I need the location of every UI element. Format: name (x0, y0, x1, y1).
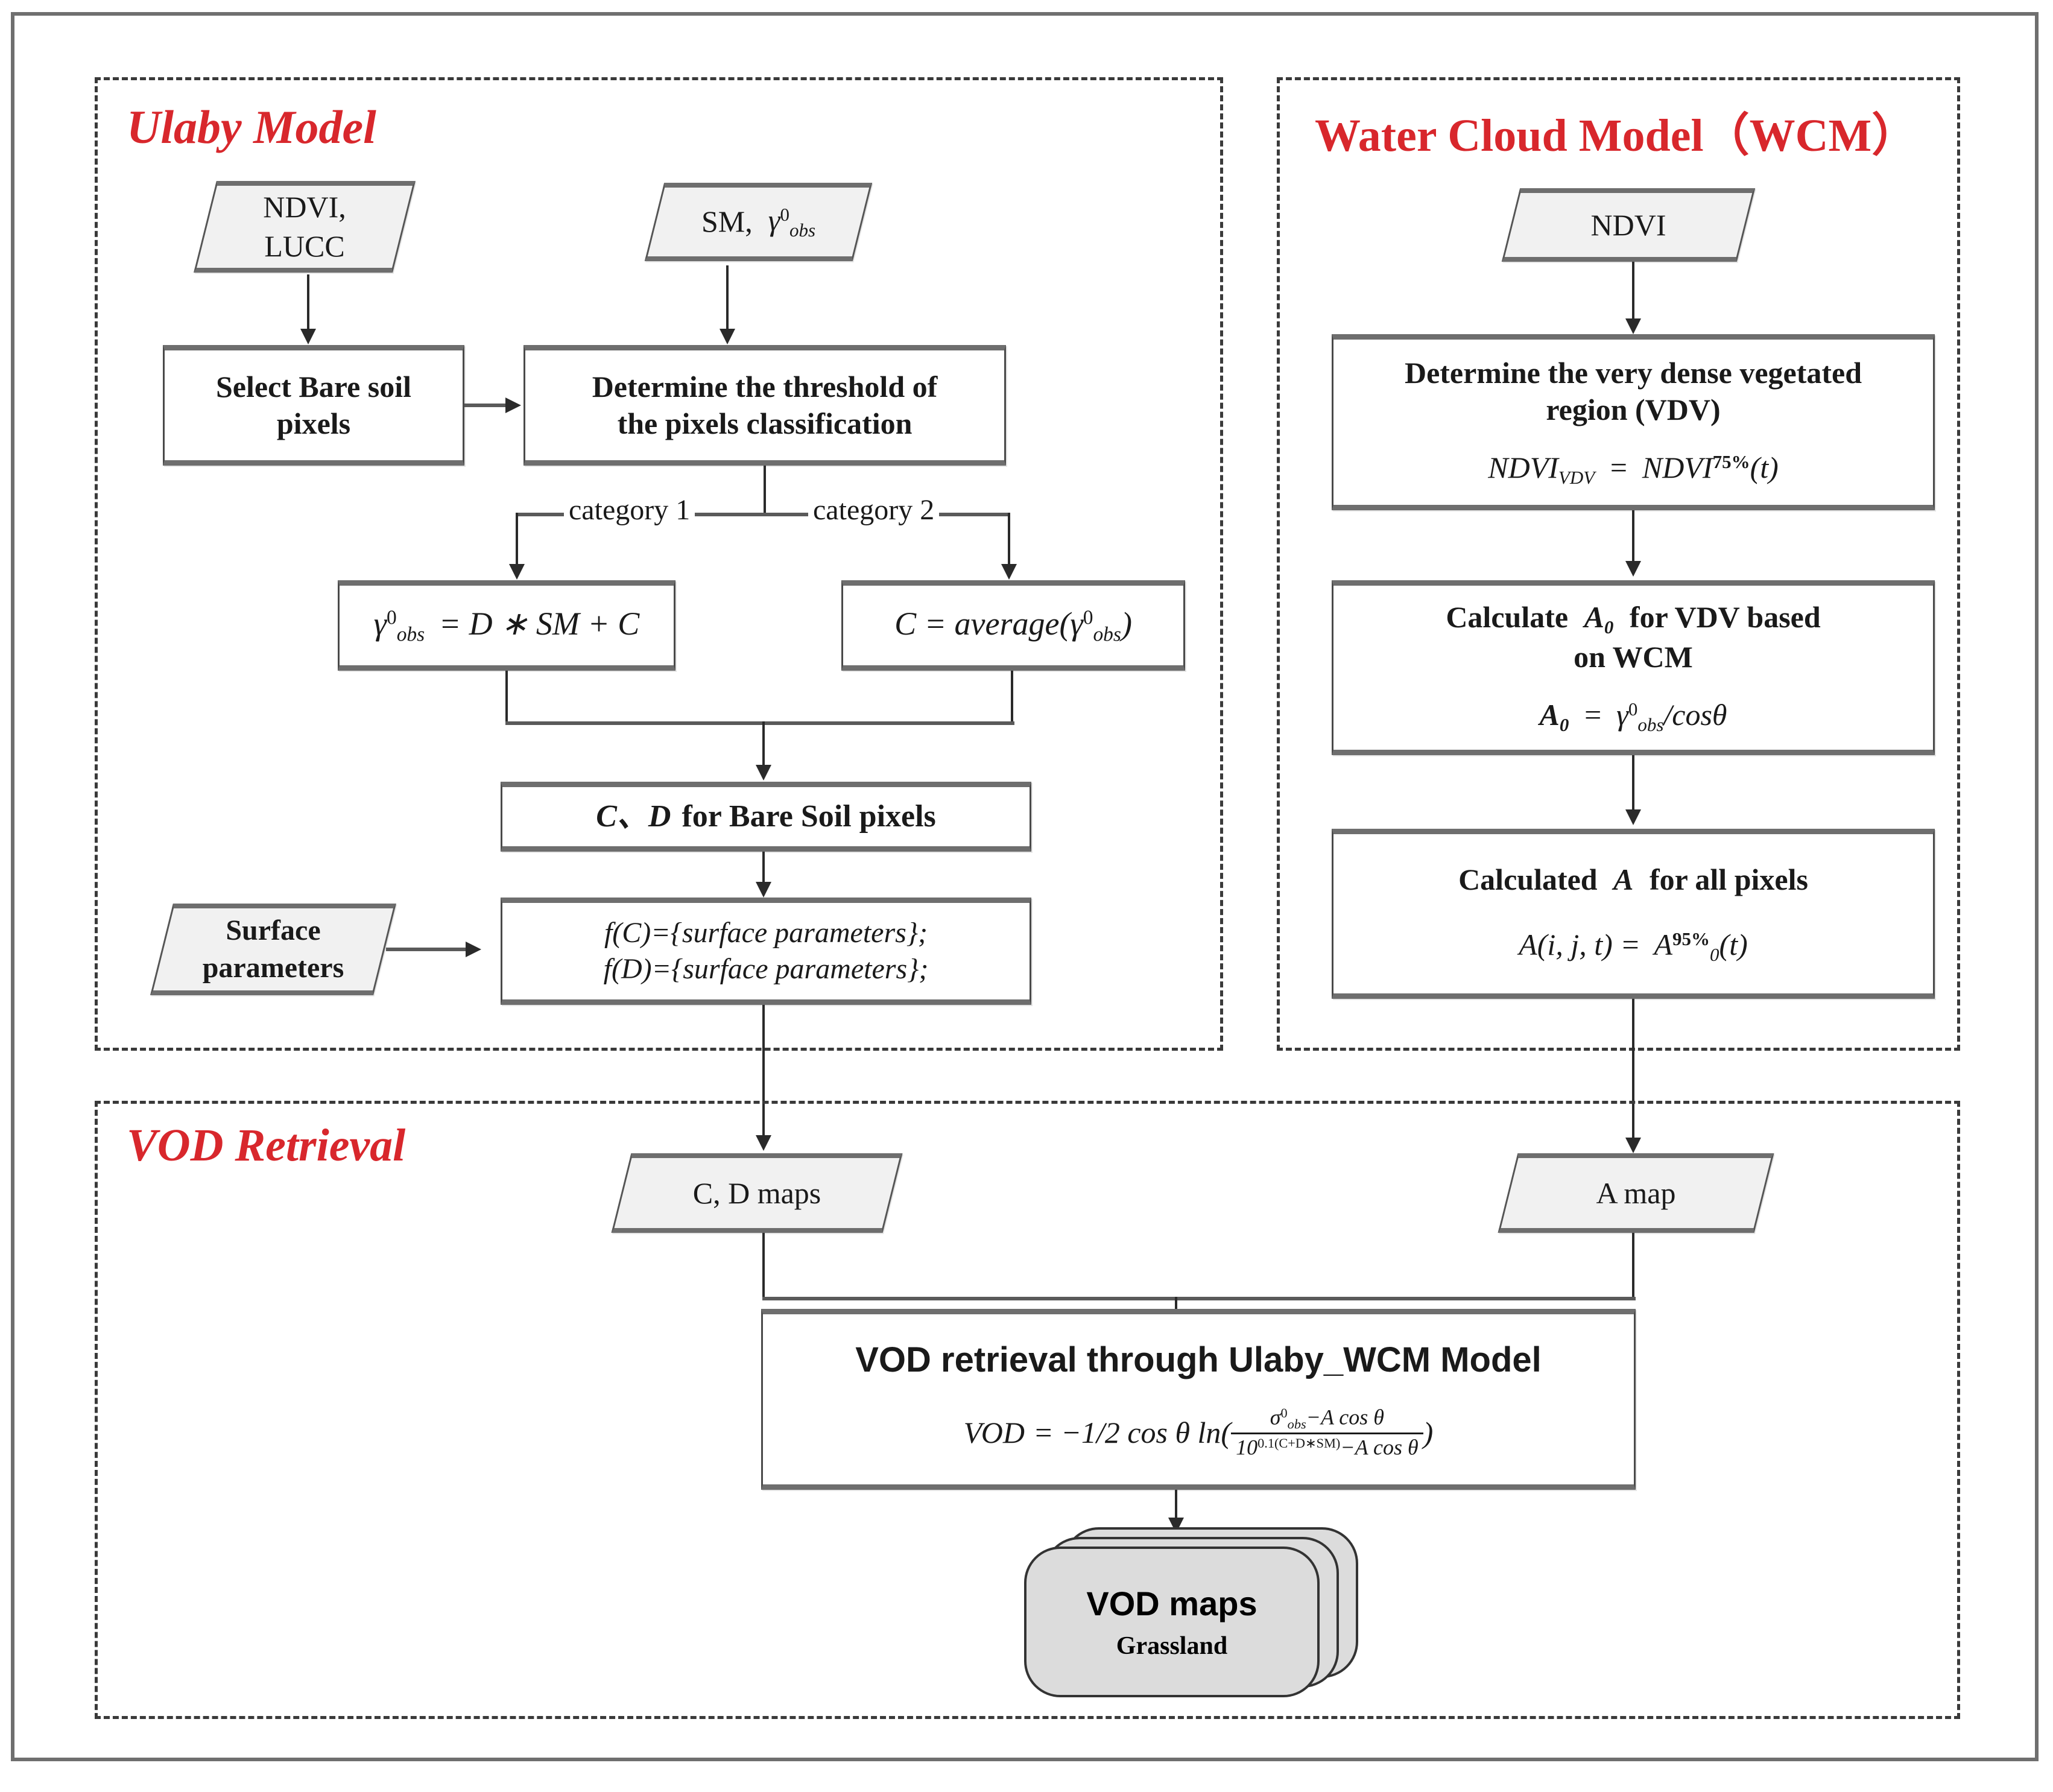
input-ndvi-wcm-label: NDVI (1590, 207, 1666, 242)
connector-a-to-amap (1632, 999, 1634, 1148)
select-bare-soil-line1: Select Bare soil (216, 370, 411, 404)
arrow-ndvi-to-vdv (1625, 318, 1641, 334)
connector-cat1-down (505, 671, 508, 724)
input-surface-parameters: Surface parameters (150, 904, 396, 995)
arrow-vdv-to-a0 (1625, 561, 1641, 577)
node-equation-category1: γ0obs = D ∗ SM + C (338, 580, 675, 671)
node-surface-functions: f(C)={surface parameters}; f(D)={surface… (501, 898, 1031, 1005)
determine-threshold-line2: the pixels classification (617, 407, 913, 440)
surface-parameters-line1: Surface (226, 914, 321, 946)
connector-merge-to-cd (762, 721, 765, 774)
equation-category2: C = average(γ0obs) (894, 605, 1132, 646)
input-ndvi-wcm: NDVI (1501, 188, 1756, 262)
connector-cat2-down (1011, 671, 1013, 724)
connector-retrieval-to-output (1175, 1490, 1177, 1527)
surface-fn-line2: f(D)={surface parameters}; (603, 953, 929, 985)
node-determine-threshold: Determine the threshold of the pixels cl… (524, 345, 1006, 466)
calc-a-var: A (1613, 862, 1634, 896)
surface-fn-line1: f(C)={surface parameters}; (604, 917, 928, 949)
cd-maps-label: C, D maps (692, 1176, 821, 1210)
determine-threshold-line1: Determine the threshold of (592, 370, 938, 404)
calc-a0-post: for VDV based (1629, 600, 1821, 634)
node-vod-retrieval: VOD retrieval through Ulaby_WCM Model VO… (761, 1309, 1636, 1490)
node-determine-vdv: Determine the very dense vegetated regio… (1332, 334, 1935, 510)
output-cd-maps: C, D maps (611, 1153, 903, 1233)
edge-label-category1: category 1 (564, 493, 695, 527)
input-sm-gamma: SM, γ0obs (644, 183, 873, 261)
vod-maps-title: VOD maps (1086, 1584, 1257, 1623)
node-calculate-a: Calculated A for all pixels A(i, j, t) =… (1332, 829, 1935, 999)
connector-cd-to-fn (762, 852, 765, 893)
arrow-merge-to-cd (756, 765, 771, 780)
input-ndvi-lucc: NDVI, LUCC (194, 181, 416, 273)
connector-surface-to-fn (386, 948, 469, 951)
panel-wcm-title: Water Cloud Model（WCM） (1315, 110, 1918, 161)
determine-vdv-line1: Determine the very dense vegetated (1404, 356, 1862, 390)
node-equation-category2: C = average(γ0obs) (841, 580, 1185, 671)
calc-a-post: for all pixels (1649, 862, 1808, 896)
arrow-to-category1 (509, 564, 525, 580)
surface-parameters-line2: parameters (202, 952, 344, 984)
arrow-sm-to-threshold (720, 329, 735, 344)
connector-category-split (516, 513, 1010, 516)
calc-a0-pre: Calculate (1446, 600, 1569, 634)
connector-a0-to-a (1632, 755, 1634, 819)
arrow-to-category2 (1001, 564, 1017, 580)
calc-a0-var: A (1584, 600, 1604, 634)
connector-ndvi-to-vdv (1632, 262, 1634, 328)
arrow-a-to-amap (1625, 1138, 1641, 1153)
cd-bare-soil-vars: C、D (596, 799, 671, 834)
cd-bare-soil-text: for Bare Soil pixels (682, 799, 936, 834)
arrow-fn-to-cdmaps (756, 1135, 771, 1151)
vod-maps-subtitle: Grassland (1116, 1632, 1228, 1660)
input-sm-label: SM, (701, 204, 753, 239)
edge-label-category2: category 2 (808, 493, 940, 527)
arrow-cd-to-fn (756, 882, 771, 898)
node-select-bare-soil: Select Bare soil pixels (163, 345, 464, 466)
connector-cdmaps-down (762, 1233, 765, 1299)
calc-a-pre: Calculated (1458, 862, 1598, 896)
vod-fraction: σ0obs−A cos θ 100.1(C+D∗SM)−A cos θ (1231, 1406, 1423, 1460)
connector-amap-down (1632, 1233, 1634, 1299)
equation-vod: VOD = −1/2 cos θ ln( σ0obs−A cos θ 100.1… (963, 1405, 1434, 1460)
connector-sm-to-threshold (726, 265, 729, 338)
connector-fn-to-cdmaps (762, 1005, 765, 1146)
calc-a0-line2: on WCM (1574, 639, 1693, 674)
equation-ndvi-vdv: NDVIVDV = NDVI75%(t) (1488, 451, 1779, 489)
connector-ndvi-to-select (307, 274, 309, 338)
panel-water-cloud-model (1277, 77, 1960, 1051)
input-ndvi-lucc-line1: NDVI, (263, 190, 346, 224)
output-vod-maps: VOD maps Grassland (1019, 1527, 1363, 1697)
arrow-ndvi-to-select (300, 329, 316, 344)
equation-a0: A0 = γ0obs/cosθ (1539, 697, 1727, 735)
arrow-a0-to-a (1625, 809, 1641, 825)
panel-vod-title: VOD Retrieval (127, 1120, 406, 1171)
arrow-surface-to-fn (466, 942, 481, 957)
connector-select-to-threshold (464, 404, 508, 407)
vod-maps-sheet-front: VOD maps Grassland (1024, 1547, 1320, 1697)
select-bare-soil-line2: pixels (276, 407, 351, 440)
panel-ulaby-title: Ulaby Model (127, 101, 376, 153)
connector-threshold-down (764, 466, 766, 514)
output-a-map: A map (1498, 1153, 1774, 1233)
connector-merge-cd (505, 721, 1014, 725)
input-gamma-obs: γ0obs (768, 203, 816, 241)
connector-merge-retrieval (762, 1297, 1636, 1300)
equation-category1: γ0obs = D ∗ SM + C (373, 605, 640, 646)
equation-a-all-pixels: A(i, j, t) = A95%0(t) (1519, 927, 1748, 965)
vod-retrieval-title: VOD retrieval through Ulaby_WCM Model (855, 1340, 1542, 1380)
panel-ulaby-model (95, 77, 1223, 1051)
determine-vdv-line2: region (VDV) (1546, 393, 1721, 427)
node-calculate-a0: Calculate A0 for VDV based on WCM A0 = γ… (1332, 580, 1935, 755)
connector-vdv-to-a0 (1632, 510, 1634, 571)
panel-vod-retrieval (95, 1101, 1960, 1719)
connector-category1-down (516, 513, 518, 573)
a-map-label: A map (1596, 1176, 1676, 1210)
connector-category2-down (1008, 513, 1010, 573)
input-ndvi-lucc-line2: LUCC (264, 229, 345, 263)
arrow-select-to-threshold (505, 397, 521, 413)
node-cd-bare-soil: C、D for Bare Soil pixels (501, 782, 1031, 852)
equation-category1-rhs: = D ∗ SM + C (438, 605, 640, 642)
